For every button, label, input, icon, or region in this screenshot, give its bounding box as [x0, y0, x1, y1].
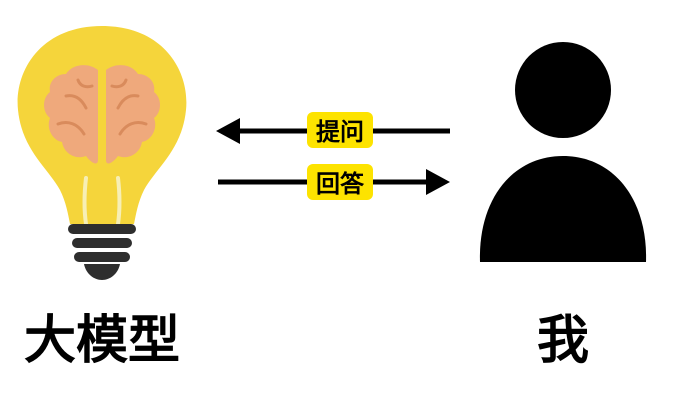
brain-icon	[44, 65, 160, 164]
bulb-base	[68, 224, 136, 280]
bulb-glass	[17, 26, 187, 224]
person-icon	[479, 42, 647, 262]
lightbulb-brain-icon	[17, 26, 187, 280]
person-head	[515, 42, 611, 138]
question-label: 提问	[316, 118, 364, 146]
llm-label: 大模型	[24, 311, 180, 371]
me-label: 我	[537, 311, 589, 371]
person-body	[479, 156, 647, 262]
answer-label: 回答	[316, 170, 365, 198]
question-tag: 提问	[307, 112, 373, 148]
answer-tag: 回答	[307, 164, 373, 200]
filaments	[82, 176, 122, 226]
brain-folds	[56, 78, 148, 136]
